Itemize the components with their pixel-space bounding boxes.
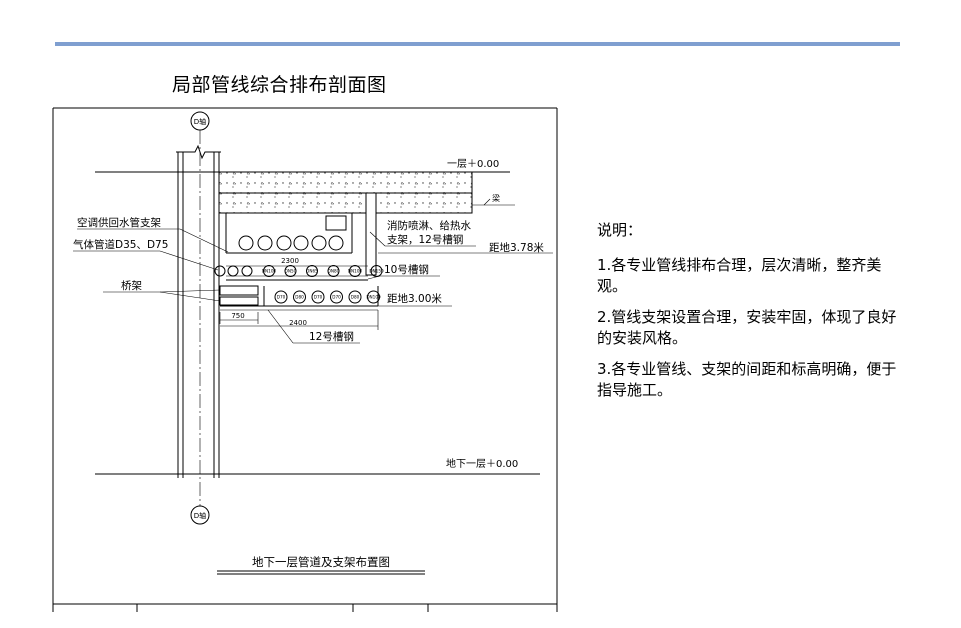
lower-pipe-4	[330, 290, 343, 304]
callout-bridge: 桥架	[103, 280, 221, 302]
callout-height-378: 距地3.78米	[378, 241, 553, 254]
lower-pipe-2	[293, 290, 306, 304]
callout-fire-support: 消防喷淋、给热水 支架，12号槽钢	[369, 219, 476, 247]
level-bottom-label: 地下一层＋0.00	[446, 457, 518, 470]
lower-pipe-label-6: DN100	[366, 295, 381, 300]
lower-pipe-1	[274, 290, 288, 304]
drawing-frame	[52, 107, 558, 612]
upper-pipe-label-5: DN100	[348, 269, 363, 274]
height-378-label: 距地3.78米	[489, 241, 544, 254]
lower-pipe-3	[311, 290, 325, 304]
level-top-label: 一层＋0.00	[447, 158, 499, 170]
callout-gas-pipe: 气体管道D35、D75	[73, 238, 219, 271]
note-item-3: 3.各专业管线、支架的间距和标高明确，便于指导施工。	[597, 360, 897, 399]
callout-channel-10: 10号槽钢	[367, 263, 440, 280]
beam-label: 梁	[492, 194, 500, 203]
upper-pipe-4	[327, 265, 340, 277]
floor-slab	[95, 171, 510, 276]
column	[176, 144, 221, 478]
lower-pipe-label-3: D70	[314, 295, 323, 300]
callout-ac-label: 空调供回水管支架	[77, 216, 161, 229]
lower-pipe-5	[348, 290, 362, 304]
height-300-label: 距地3.00米	[387, 292, 442, 305]
level-bottom: 地下一层＋0.00	[95, 457, 540, 475]
lower-pipe-label-1: D70	[277, 295, 286, 300]
upper-pipe-3	[306, 265, 318, 277]
dim-2400-label: 2400	[289, 319, 307, 327]
lower-pipe-6	[367, 290, 380, 304]
note-item-1: 1.各专业管线排布合理，层次清晰，整齐美观。	[597, 256, 882, 295]
dimension-2400: 2400	[220, 310, 379, 330]
upper-pipe-label-2: DN50	[285, 269, 297, 274]
notes-heading: 说明：	[597, 221, 643, 239]
upper-pipe-row: DN100 DN50 DN65 DN80 DN100 DN150	[214, 265, 384, 281]
upper-pipe-6	[370, 265, 383, 277]
header-accent-bar	[55, 42, 900, 46]
upper-pipe-2	[284, 265, 297, 277]
callout-ac-support: 空调供回水管支架	[77, 216, 229, 253]
axis-bottom-label: D轴	[194, 511, 206, 520]
note-item-2: 2.管线支架设置合理，安装牢固，体现了良好的安装风格。	[597, 308, 897, 347]
dimension-750: 750	[219, 312, 259, 324]
callout-gas-label: 气体管道D35、D75	[73, 238, 168, 251]
upper-pipe-1	[263, 265, 275, 277]
upper-pipe-5	[349, 265, 361, 277]
lower-pipe-label-5: D80	[351, 295, 360, 300]
caption-label: 地下一层管道及支架布置图	[252, 555, 390, 569]
axis-marker-top: D轴	[190, 111, 210, 131]
upper-pipe-label-1: DN100	[262, 269, 277, 274]
beam-callout: 梁	[472, 194, 515, 206]
cable-tray	[219, 285, 259, 306]
upper-pipe-label-4: DN80	[328, 269, 340, 274]
page-title: 局部管线综合排布剖面图	[172, 74, 387, 96]
lower-pipe-label-4: D70	[332, 295, 341, 300]
axis-marker-bottom: D轴	[190, 505, 210, 525]
dimension-2300: 2300	[226, 257, 368, 267]
lower-pipe-label-2: D80	[295, 295, 304, 300]
ac-pipe-support	[225, 213, 353, 254]
upper-pipe-label-3: DN65	[306, 269, 318, 274]
channel-10-label: 10号槽钢	[384, 263, 429, 276]
lower-pipe-row: D70 D80 D70 D70 D80 DN100	[220, 286, 381, 311]
callout-height-300: 距地3.00米	[378, 292, 452, 307]
drawing-caption: 地下一层管道及支架布置图	[217, 555, 425, 575]
callout-fire-line2: 支架，12号槽钢	[387, 233, 463, 246]
callout-fire-line1: 消防喷淋、给热水	[387, 219, 471, 232]
axis-top-label: D轴	[194, 117, 206, 126]
dim-2300-label: 2300	[281, 257, 299, 265]
dim-750-label: 750	[231, 312, 244, 320]
notes-panel: 说明： 1.各专业管线排布合理，层次清晰，整齐美观。 2.管线支架设置合理，安装…	[597, 220, 897, 411]
upper-pipe-label-6: DN150	[369, 269, 384, 274]
callout-bridge-label: 桥架	[121, 280, 142, 292]
callout-channel-12: 12号槽钢	[267, 309, 360, 344]
channel-12-label: 12号槽钢	[309, 330, 354, 343]
